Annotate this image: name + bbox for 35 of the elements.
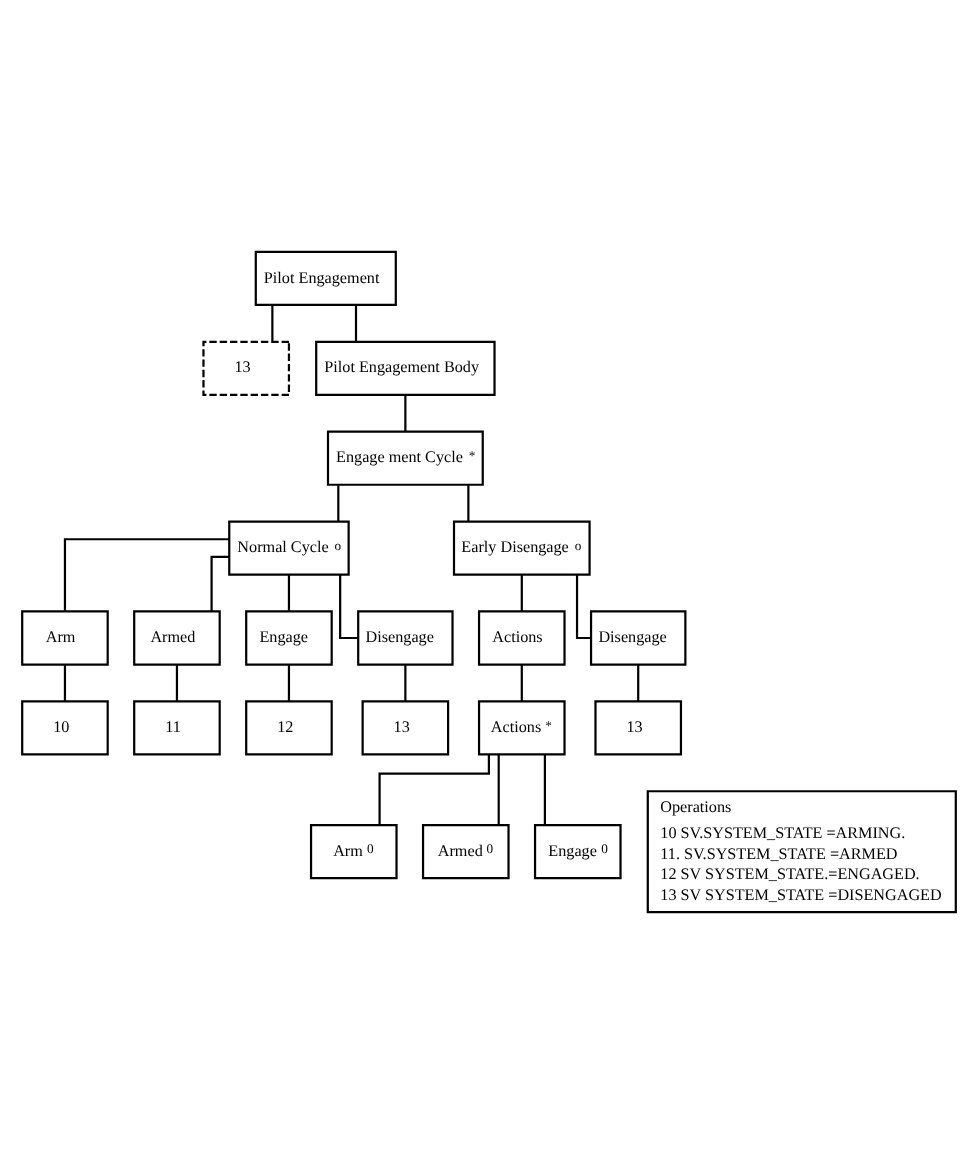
connector — [497, 753, 500, 824]
connector — [287, 663, 291, 700]
connector — [637, 663, 640, 700]
connector — [404, 394, 407, 431]
connector — [175, 663, 179, 700]
connector — [271, 304, 274, 341]
connector — [337, 484, 340, 521]
node-box: 11 — [133, 699, 221, 755]
connector — [339, 574, 358, 639]
connector — [287, 574, 291, 611]
connector — [63, 537, 229, 610]
node-box: 10 — [21, 699, 109, 755]
node-box: Arm — [21, 609, 109, 665]
node-box: 13 — [594, 699, 683, 755]
node-box: 13 — [361, 699, 450, 755]
connector — [354, 304, 358, 341]
connector — [520, 663, 523, 700]
node-box: Pilot Engagement Body — [315, 339, 496, 395]
connector — [210, 554, 230, 611]
node-box: Engage — [245, 609, 333, 665]
node-box: 12 — [245, 699, 333, 755]
node-box: Disengage — [589, 609, 687, 665]
node-box: 13 — [202, 339, 291, 395]
node-box: Disengage — [357, 609, 454, 665]
connector — [404, 663, 407, 700]
node-box: Actions — [477, 609, 566, 665]
connector — [378, 753, 490, 824]
connector — [467, 484, 470, 521]
node-box: Operations 10 SV.SYSTEM_STATE =ARMING. 11. SV.SYSTEM_STATE =ARMED 12 SV SYSTEM_STATE.=ENGAGED. 13 SV SYSTEM_STATE =DISENGAGED — [646, 789, 957, 913]
connector — [520, 574, 523, 611]
node-box: Pilot Engagement — [254, 249, 397, 306]
node-box: Armed — [133, 609, 221, 665]
connector — [63, 663, 67, 700]
connector — [543, 753, 546, 824]
connector — [575, 574, 591, 639]
